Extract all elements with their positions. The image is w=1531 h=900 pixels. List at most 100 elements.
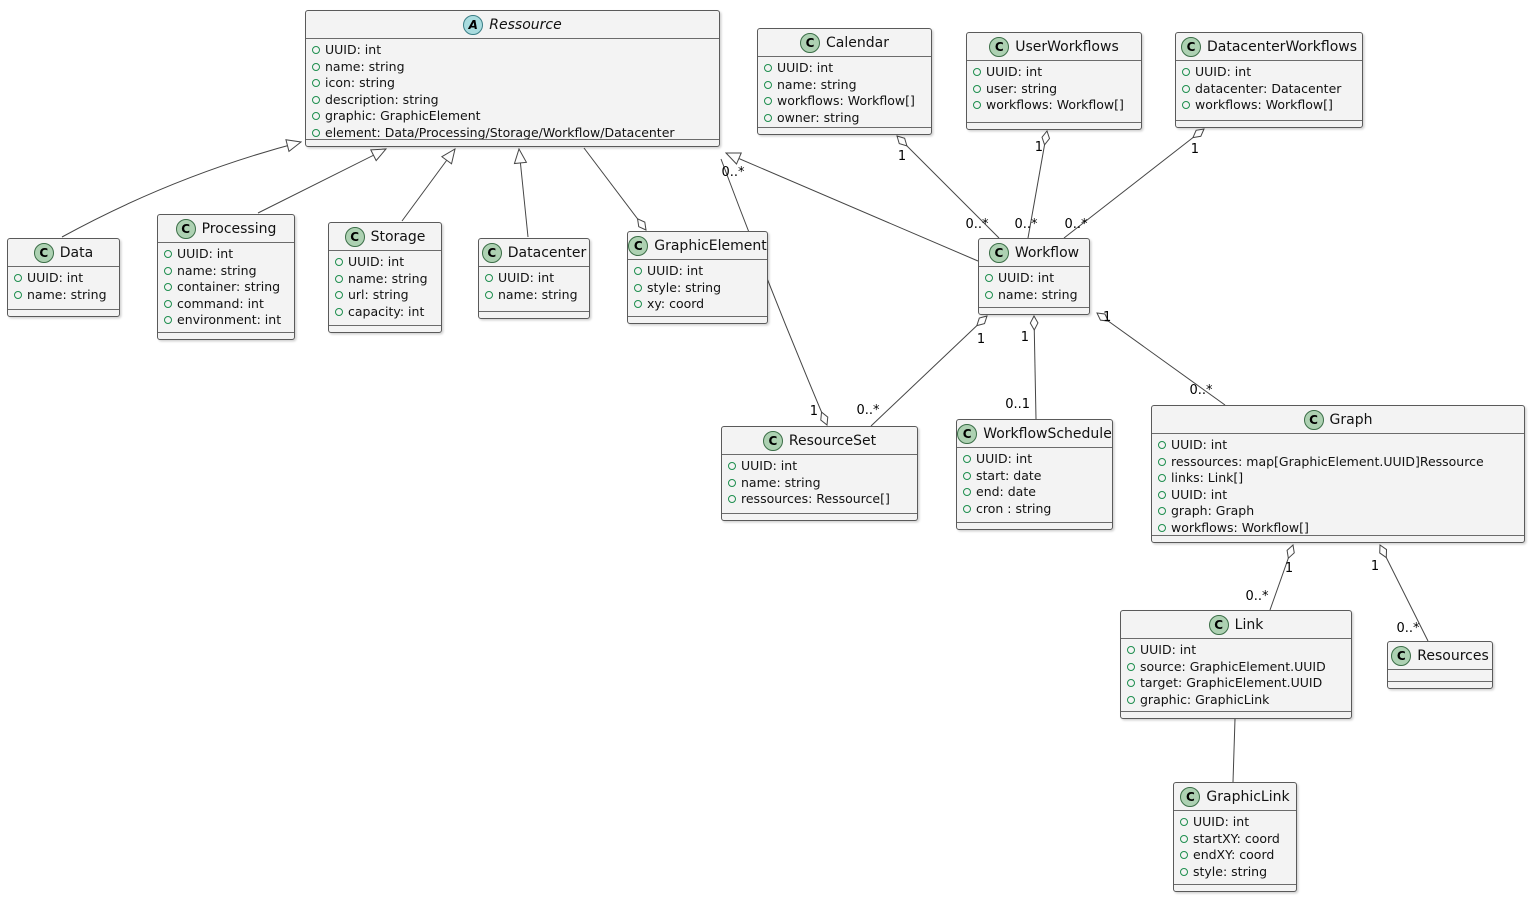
attribute-row: UUID: int — [312, 42, 713, 59]
multiplicity-label: 0..* — [1396, 621, 1420, 636]
attribute-text: workflows: Workflow[] — [986, 97, 1124, 112]
attribute-text: name: string — [741, 474, 821, 490]
multiplicity-label: 1 — [1035, 140, 1043, 155]
attribute-text: url: string — [348, 287, 409, 302]
attribute-row: name: string — [985, 287, 1083, 304]
field-visibility-icon — [1182, 101, 1190, 110]
field-visibility-icon — [335, 307, 343, 316]
attribute-row: style: string — [1180, 864, 1290, 881]
attribute-row: UUID: int — [1180, 814, 1290, 831]
field-visibility-icon — [963, 504, 971, 513]
attribute-row: UUID: int — [485, 270, 583, 287]
attribute-text: icon: string — [325, 75, 395, 90]
methods-compartment — [479, 311, 589, 318]
attribute-row: target: GraphicElement.UUID — [1127, 675, 1345, 692]
attribute-text: graphic: GraphicElement — [325, 108, 481, 123]
attributes-compartment: UUID: int name: string — [979, 266, 1089, 307]
class-name: Calendar — [826, 35, 889, 51]
methods-compartment — [8, 309, 119, 316]
attribute-row: workflows: Workflow[] — [1158, 520, 1518, 536]
class-name: DatacenterWorkflows — [1206, 39, 1358, 55]
link-association-graphiclink-edge — [1232, 718, 1236, 783]
attribute-text: UUID: int — [27, 270, 84, 285]
attribute-text: UUID: int — [741, 458, 798, 473]
field-visibility-icon — [312, 128, 320, 137]
attribute-row: url: string — [335, 287, 435, 304]
resourceset-aggregates-ressource-aggregation-edge — [720, 158, 827, 425]
multiplicity-label: 0..* — [1189, 383, 1213, 398]
field-visibility-icon — [335, 258, 343, 267]
attribute-row: links: Link[] — [1158, 470, 1518, 487]
attribute-text: UUID: int — [1193, 814, 1250, 829]
attribute-row: source: GraphicElement.UUID — [1127, 659, 1345, 676]
field-visibility-icon — [1158, 474, 1166, 483]
field-visibility-icon — [1182, 68, 1190, 77]
field-visibility-icon — [1158, 523, 1166, 532]
abstract-class-icon: A — [463, 15, 484, 35]
attribute-text: cron : string — [976, 500, 1052, 516]
attribute-row: graphic: GraphicElement — [312, 108, 713, 125]
field-visibility-icon — [1127, 662, 1135, 671]
attribute-row: UUID: int — [1158, 437, 1518, 454]
multiplicity-label: 1 — [898, 149, 906, 164]
field-visibility-icon — [312, 112, 320, 121]
attribute-row: name: string — [164, 263, 288, 280]
calendar-aggregates-workflow-aggregation-edge — [897, 136, 1000, 239]
field-visibility-icon — [14, 274, 22, 283]
multiplicity-label: 0..* — [1245, 589, 1269, 604]
attribute-text: UUID: int — [498, 270, 555, 285]
graph-aggregates-resources-aggregation-edge — [1380, 545, 1429, 642]
attribute-text: element: Data/Processing/Storage/Workflo… — [325, 124, 675, 140]
attribute-text: UUID: int — [998, 270, 1055, 285]
attribute-text: name: string — [325, 58, 405, 74]
field-visibility-icon — [1158, 441, 1166, 450]
attribute-text: end: date — [976, 484, 1036, 499]
attribute-text: UUID: int — [348, 254, 405, 269]
class-name: Datacenter — [507, 245, 587, 261]
attribute-text: UUID: int — [1140, 642, 1197, 657]
methods-compartment — [758, 127, 931, 134]
attribute-text: source: GraphicElement.UUID — [1140, 658, 1326, 674]
field-visibility-icon — [1180, 867, 1188, 876]
class-name: Data — [59, 245, 94, 261]
field-visibility-icon — [1180, 851, 1188, 860]
attribute-row: name: string — [764, 77, 925, 94]
field-visibility-icon — [728, 478, 736, 487]
attribute-row: UUID: int — [985, 270, 1083, 287]
field-visibility-icon — [764, 97, 772, 106]
workflow-extends-ressource-inheritance-edge — [726, 153, 979, 262]
field-visibility-icon — [1127, 646, 1135, 655]
attribute-row: owner: string — [764, 110, 925, 127]
class-name: GraphicElement — [654, 238, 767, 254]
class-icon: C — [628, 236, 649, 256]
attribute-text: workflows: Workflow[] — [1171, 519, 1309, 535]
class-name: Workflow — [1014, 245, 1080, 261]
attribute-text: target: GraphicElement.UUID — [1140, 675, 1323, 690]
userworkflows-aggregates-workflow-aggregation-edge — [1027, 131, 1047, 239]
attribute-text: style: string — [1193, 863, 1268, 879]
attribute-row: element: Data/Processing/Storage/Workflo… — [312, 124, 713, 140]
multiplicity-label: 1 — [1371, 559, 1379, 574]
multiplicity-label: 1 — [1285, 561, 1293, 576]
attribute-row: datacenter: Datacenter — [1182, 81, 1356, 98]
attribute-row: name: string — [335, 271, 435, 288]
multiplicity-label: 1 — [1191, 142, 1199, 157]
class-icon: C — [175, 219, 196, 239]
